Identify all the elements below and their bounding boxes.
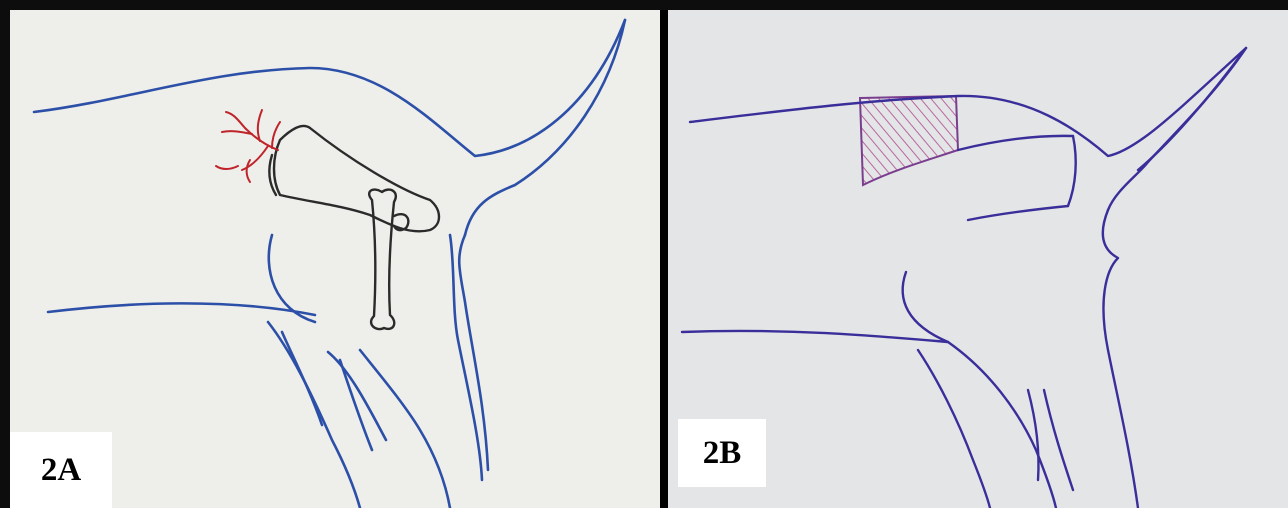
leg-inner-b1 <box>948 342 1056 508</box>
back-line <box>34 20 625 156</box>
implant-cone <box>274 126 439 231</box>
panel-label-2b: 2B <box>678 419 766 487</box>
leg-front-outer <box>268 322 360 508</box>
stifle-b <box>903 272 948 342</box>
body-rect-right <box>1068 136 1076 206</box>
top-border <box>0 0 1288 10</box>
tail-underside <box>465 20 625 235</box>
leg-inner-b3 <box>1044 390 1073 490</box>
animal-outline-b <box>682 48 1246 508</box>
vessel-branch-1 <box>258 110 262 141</box>
leg-inner-3 <box>360 350 450 508</box>
vessel-branch-3 <box>242 146 268 170</box>
animal-outline <box>34 20 625 508</box>
belly-line-b <box>682 331 948 342</box>
panel-divider <box>660 10 668 508</box>
leg-inner-1 <box>328 352 386 440</box>
vessel-branch-5 <box>226 112 245 128</box>
vessel-branch-7 <box>216 166 238 169</box>
tail-inner-b <box>1138 48 1246 170</box>
tail-b <box>1108 48 1246 210</box>
thigh-curve <box>459 235 488 470</box>
thigh-b <box>1103 210 1138 508</box>
back-line-b <box>690 48 1246 156</box>
body-rect-bottom <box>968 206 1068 220</box>
leg-front-2 <box>282 332 322 425</box>
left-border <box>0 0 10 508</box>
belly-line <box>48 303 315 315</box>
panel-label-2a: 2A <box>10 432 112 508</box>
body-rect-top <box>958 136 1073 150</box>
implant-structure <box>269 126 439 329</box>
leg-front-b <box>918 350 990 508</box>
hatched-area <box>860 96 958 185</box>
shaded-region <box>860 96 958 185</box>
femur-bone <box>369 190 396 330</box>
hindlimb-back <box>450 235 482 480</box>
vessel-branch-4 <box>247 160 250 182</box>
